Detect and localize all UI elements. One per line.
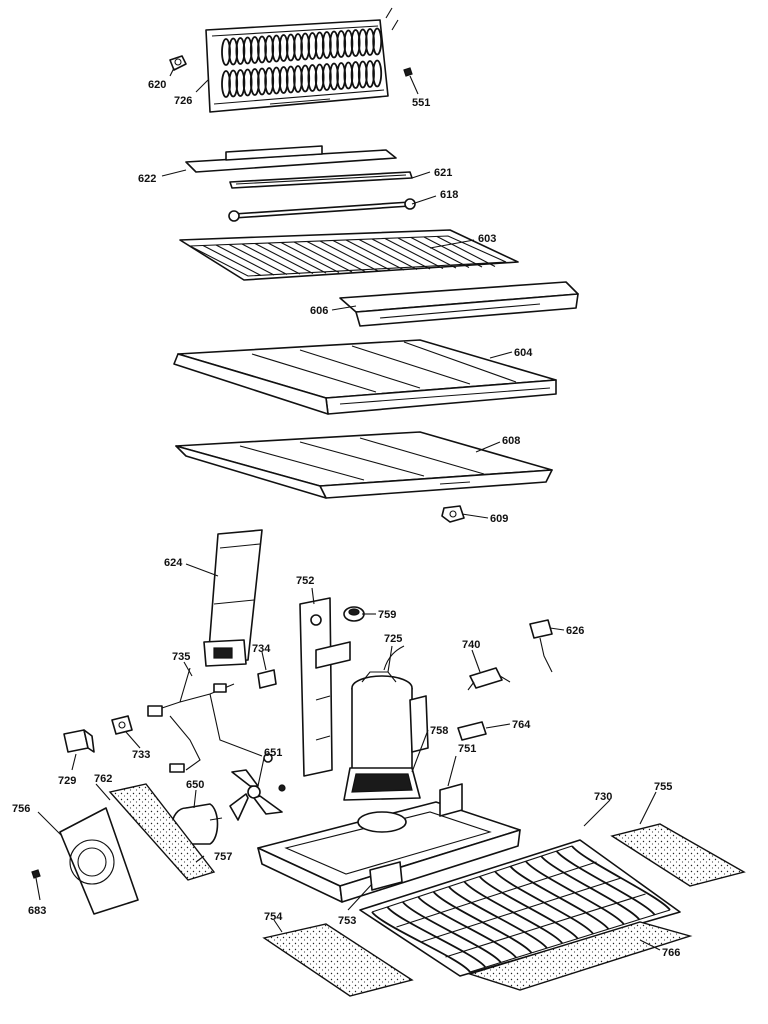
compressor-725 xyxy=(351,645,429,780)
callout-733: 733 xyxy=(132,749,150,761)
cord-626 xyxy=(529,619,553,673)
fan-blade-651 xyxy=(229,769,286,821)
callout-609: 609 xyxy=(490,513,508,525)
callout-753: 753 xyxy=(338,915,356,927)
evaporator-coil-726 xyxy=(205,7,399,113)
callout-608: 608 xyxy=(502,435,520,447)
insulation-762 xyxy=(108,783,216,881)
switch-734 xyxy=(257,669,277,689)
callout-752: 752 xyxy=(296,575,314,587)
drain-pan-608 xyxy=(175,431,553,499)
callout-651: 651 xyxy=(264,747,282,759)
wiring-harness-735 xyxy=(147,667,273,773)
callout-624: 624 xyxy=(164,557,183,569)
rod-618 xyxy=(228,198,416,222)
callout-729: 729 xyxy=(58,775,76,787)
grommet-759 xyxy=(343,606,365,622)
channel-606 xyxy=(339,281,579,327)
callout-725: 725 xyxy=(384,633,402,645)
callout-755: 755 xyxy=(654,781,672,793)
pad-755 xyxy=(610,823,746,887)
heater-621 xyxy=(229,171,413,189)
callout-683: 683 xyxy=(28,905,46,917)
callout-604: 604 xyxy=(514,347,533,359)
bracket-752 xyxy=(299,597,351,777)
evaporator-cover-622 xyxy=(185,145,397,173)
leader-lines xyxy=(35,67,661,951)
clip-764 xyxy=(457,721,487,741)
pad-754 xyxy=(262,923,414,997)
callout-626: 626 xyxy=(566,625,584,637)
relay-740 xyxy=(467,667,511,691)
screw-551 xyxy=(403,67,413,77)
callout-650: 650 xyxy=(186,779,204,791)
callout-751: 751 xyxy=(458,743,476,755)
callout-726: 726 xyxy=(174,95,192,107)
callout-730: 730 xyxy=(594,791,612,803)
drip-pan-604 xyxy=(173,339,557,415)
callout-766: 766 xyxy=(662,947,680,959)
mount-758 xyxy=(343,767,421,801)
callout-758: 758 xyxy=(430,725,448,737)
capacitor-729 xyxy=(63,729,95,753)
callout-621: 621 xyxy=(434,167,452,179)
callout-551: 551 xyxy=(412,97,430,109)
drain-plug-609 xyxy=(441,505,465,523)
callout-764: 764 xyxy=(512,719,531,731)
callout-759: 759 xyxy=(378,609,396,621)
callout-620: 620 xyxy=(148,79,166,91)
callout-756: 756 xyxy=(12,803,30,815)
shelf-603 xyxy=(179,229,519,281)
callout-606: 606 xyxy=(310,305,328,317)
callout-735: 735 xyxy=(172,651,190,663)
callout-labels: 620 726 551 622 621 618 603 606 604 608 … xyxy=(12,79,680,959)
bracket-753 xyxy=(369,861,403,891)
duct-624 xyxy=(203,529,263,667)
plug-733 xyxy=(111,715,133,735)
callout-754: 754 xyxy=(264,911,283,923)
screw-683 xyxy=(31,869,41,879)
pad-766 xyxy=(467,921,693,991)
condenser-730 xyxy=(359,839,681,977)
callout-622: 622 xyxy=(138,173,156,185)
callout-757: 757 xyxy=(214,851,232,863)
callout-762: 762 xyxy=(94,773,112,785)
grommet-620 xyxy=(169,55,187,71)
callout-618: 618 xyxy=(440,189,458,201)
fan-shroud-756 xyxy=(59,807,139,915)
callout-740: 740 xyxy=(462,639,480,651)
callout-603: 603 xyxy=(478,233,496,245)
callout-734: 734 xyxy=(252,643,271,655)
